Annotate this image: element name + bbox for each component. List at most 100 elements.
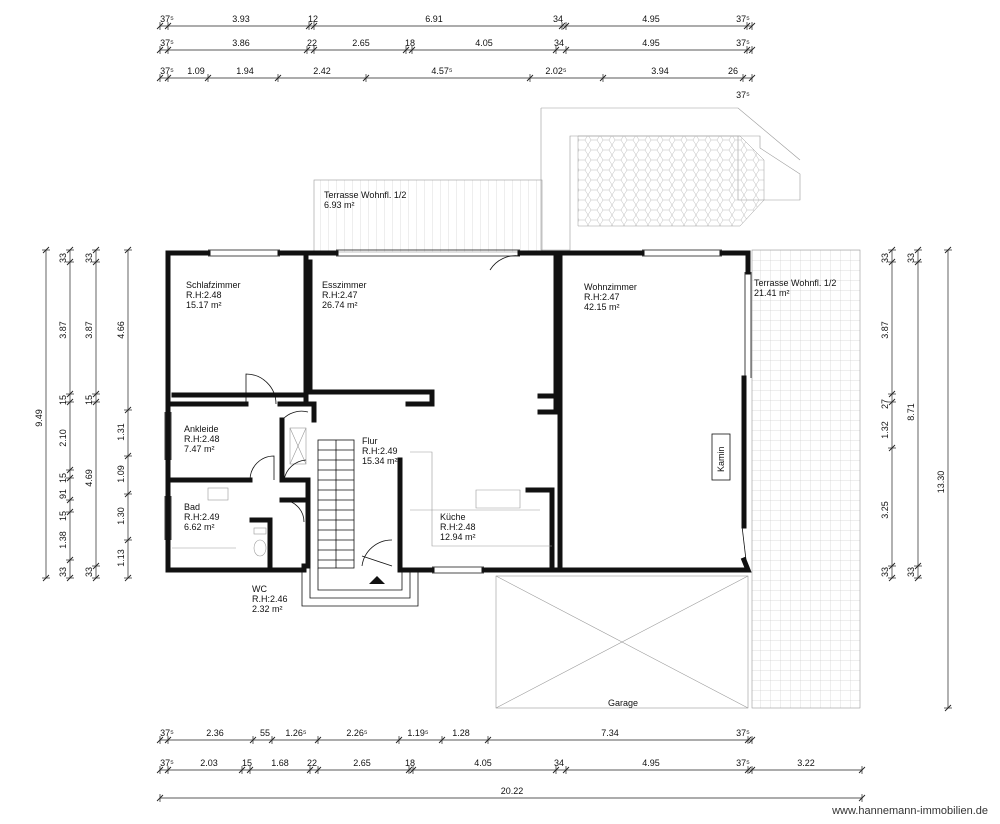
dimension-label: 1.32 (880, 421, 890, 439)
kitchen-counter (410, 451, 552, 547)
room-height: R.H:2.48 (186, 290, 222, 300)
dimension-label: 1.30 (116, 507, 126, 525)
dimension-label: 91 (58, 489, 68, 499)
dimension-label: 4.57⁵ (431, 66, 453, 76)
terrace-area: 21.41 m² (754, 288, 790, 298)
dimension-label: 27 (880, 399, 890, 409)
room-height: R.H:2.47 (322, 290, 358, 300)
dimension-chain: 4.661.311.091.301.13 (116, 246, 132, 582)
dimension-label: 3.25 (880, 501, 890, 519)
dimension-label: 1.38 (58, 531, 68, 549)
room-name: Bad (184, 502, 200, 512)
room-area: 15.17 m² (186, 300, 222, 310)
doors (245, 255, 747, 567)
room-name: Flur (362, 436, 378, 446)
terrace-paved (540, 107, 801, 251)
kamin-label: Kamin (716, 446, 726, 472)
dimension-label: 37⁵ (160, 14, 174, 24)
room-height: R.H:2.47 (584, 292, 620, 302)
room-area: 6.62 m² (184, 522, 215, 532)
room-area: 7.47 m² (184, 444, 215, 454)
dimension-label: 34 (554, 38, 564, 48)
room-name: Wohnzimmer (584, 282, 637, 292)
dimension-label: 33 (880, 567, 890, 577)
dimension-chain: 37⁵ 3.86 22 2.65 18 4.05 34 4.95 37⁵ (156, 38, 756, 54)
watermark: www.hannemann-immobilien.de (831, 805, 988, 817)
dimension-label: 4.95 (642, 38, 660, 48)
room-name: Ankleide (184, 424, 219, 434)
dimension-label: 3.87 (58, 321, 68, 339)
terrasse-nord-label: Terrasse Wohnfl. 1/26.93 m² (324, 190, 406, 210)
dimension-label: 2.26⁵ (346, 728, 368, 738)
dimension-label: 1.94 (236, 66, 254, 76)
interior-walls (165, 250, 563, 573)
room-height: R.H:2.46 (252, 594, 288, 604)
room-name: WC (252, 584, 267, 594)
dimension-label: 1.13 (116, 549, 126, 567)
dimension-label: 3.87 (880, 321, 890, 339)
dimension-label: 1.26⁵ (285, 728, 307, 738)
dimension-label: 4.95 (642, 758, 660, 768)
dimension-label: 37⁵ (160, 66, 174, 76)
room-name: Küche (440, 512, 466, 522)
entrance-arrow-icon (369, 576, 385, 584)
bathroom-fixtures (172, 427, 307, 557)
dimension-label: 33 (58, 567, 68, 577)
dimension-label: 22 (307, 38, 317, 48)
dimension-label: 33 (84, 253, 94, 263)
dimension-label: 1.19⁵ (407, 728, 429, 738)
dimension-label: 4.05 (475, 38, 493, 48)
dimension-label: 20.22 (501, 786, 524, 796)
dimension-label: 4.69 (84, 469, 94, 487)
room-area: 42.15 m² (584, 302, 620, 312)
dimension-label: 37⁵ (160, 38, 174, 48)
dimension-label: 13.30 (936, 471, 946, 494)
terrace-east (751, 249, 861, 709)
room-height: R.H:2.48 (184, 434, 220, 444)
dimension-label: 22 (307, 758, 317, 768)
dimension-label: 18 (405, 758, 415, 768)
dimension-label: 33 (906, 253, 916, 263)
dimension-label: 12 (308, 14, 318, 24)
dimension-label: 18 (405, 38, 415, 48)
dimension-label: 3.87 (84, 321, 94, 339)
dimension-label: 34 (553, 14, 563, 24)
dimension-label: 2.03 (200, 758, 218, 768)
dimension-label: 3.86 (232, 38, 250, 48)
dimension-label: 37⁵ (160, 758, 174, 768)
dimension-label: 8.71 (906, 403, 916, 421)
dimension-label: 3.22 (797, 758, 815, 768)
dimension-label: 2.42 (313, 66, 331, 76)
dimension-label: 37⁵ (736, 90, 750, 100)
dimension-label: 4.66 (116, 321, 126, 339)
room-height: R.H:2.49 (184, 512, 220, 522)
dimension-label: 34 (554, 758, 564, 768)
room-wc: WCR.H:2.462.32 m² (252, 584, 288, 614)
dimension-label: 1.09 (187, 66, 205, 76)
dimension-label: 2.65 (352, 38, 370, 48)
dimension-label: 1.09 (116, 465, 126, 483)
dimension-label: 2.10 (58, 429, 68, 447)
windows (164, 249, 752, 574)
room-height: R.H:2.49 (362, 446, 398, 456)
dimension-label: 37⁵ (736, 38, 750, 48)
dimension-label: 3.94 (651, 66, 669, 76)
room-area: 2.32 m² (252, 604, 283, 614)
terrace-area: 6.93 m² (324, 200, 355, 210)
dimension-label: 37⁵ (160, 728, 174, 738)
dimension-label: 4.95 (642, 14, 660, 24)
fireplace (711, 433, 731, 481)
